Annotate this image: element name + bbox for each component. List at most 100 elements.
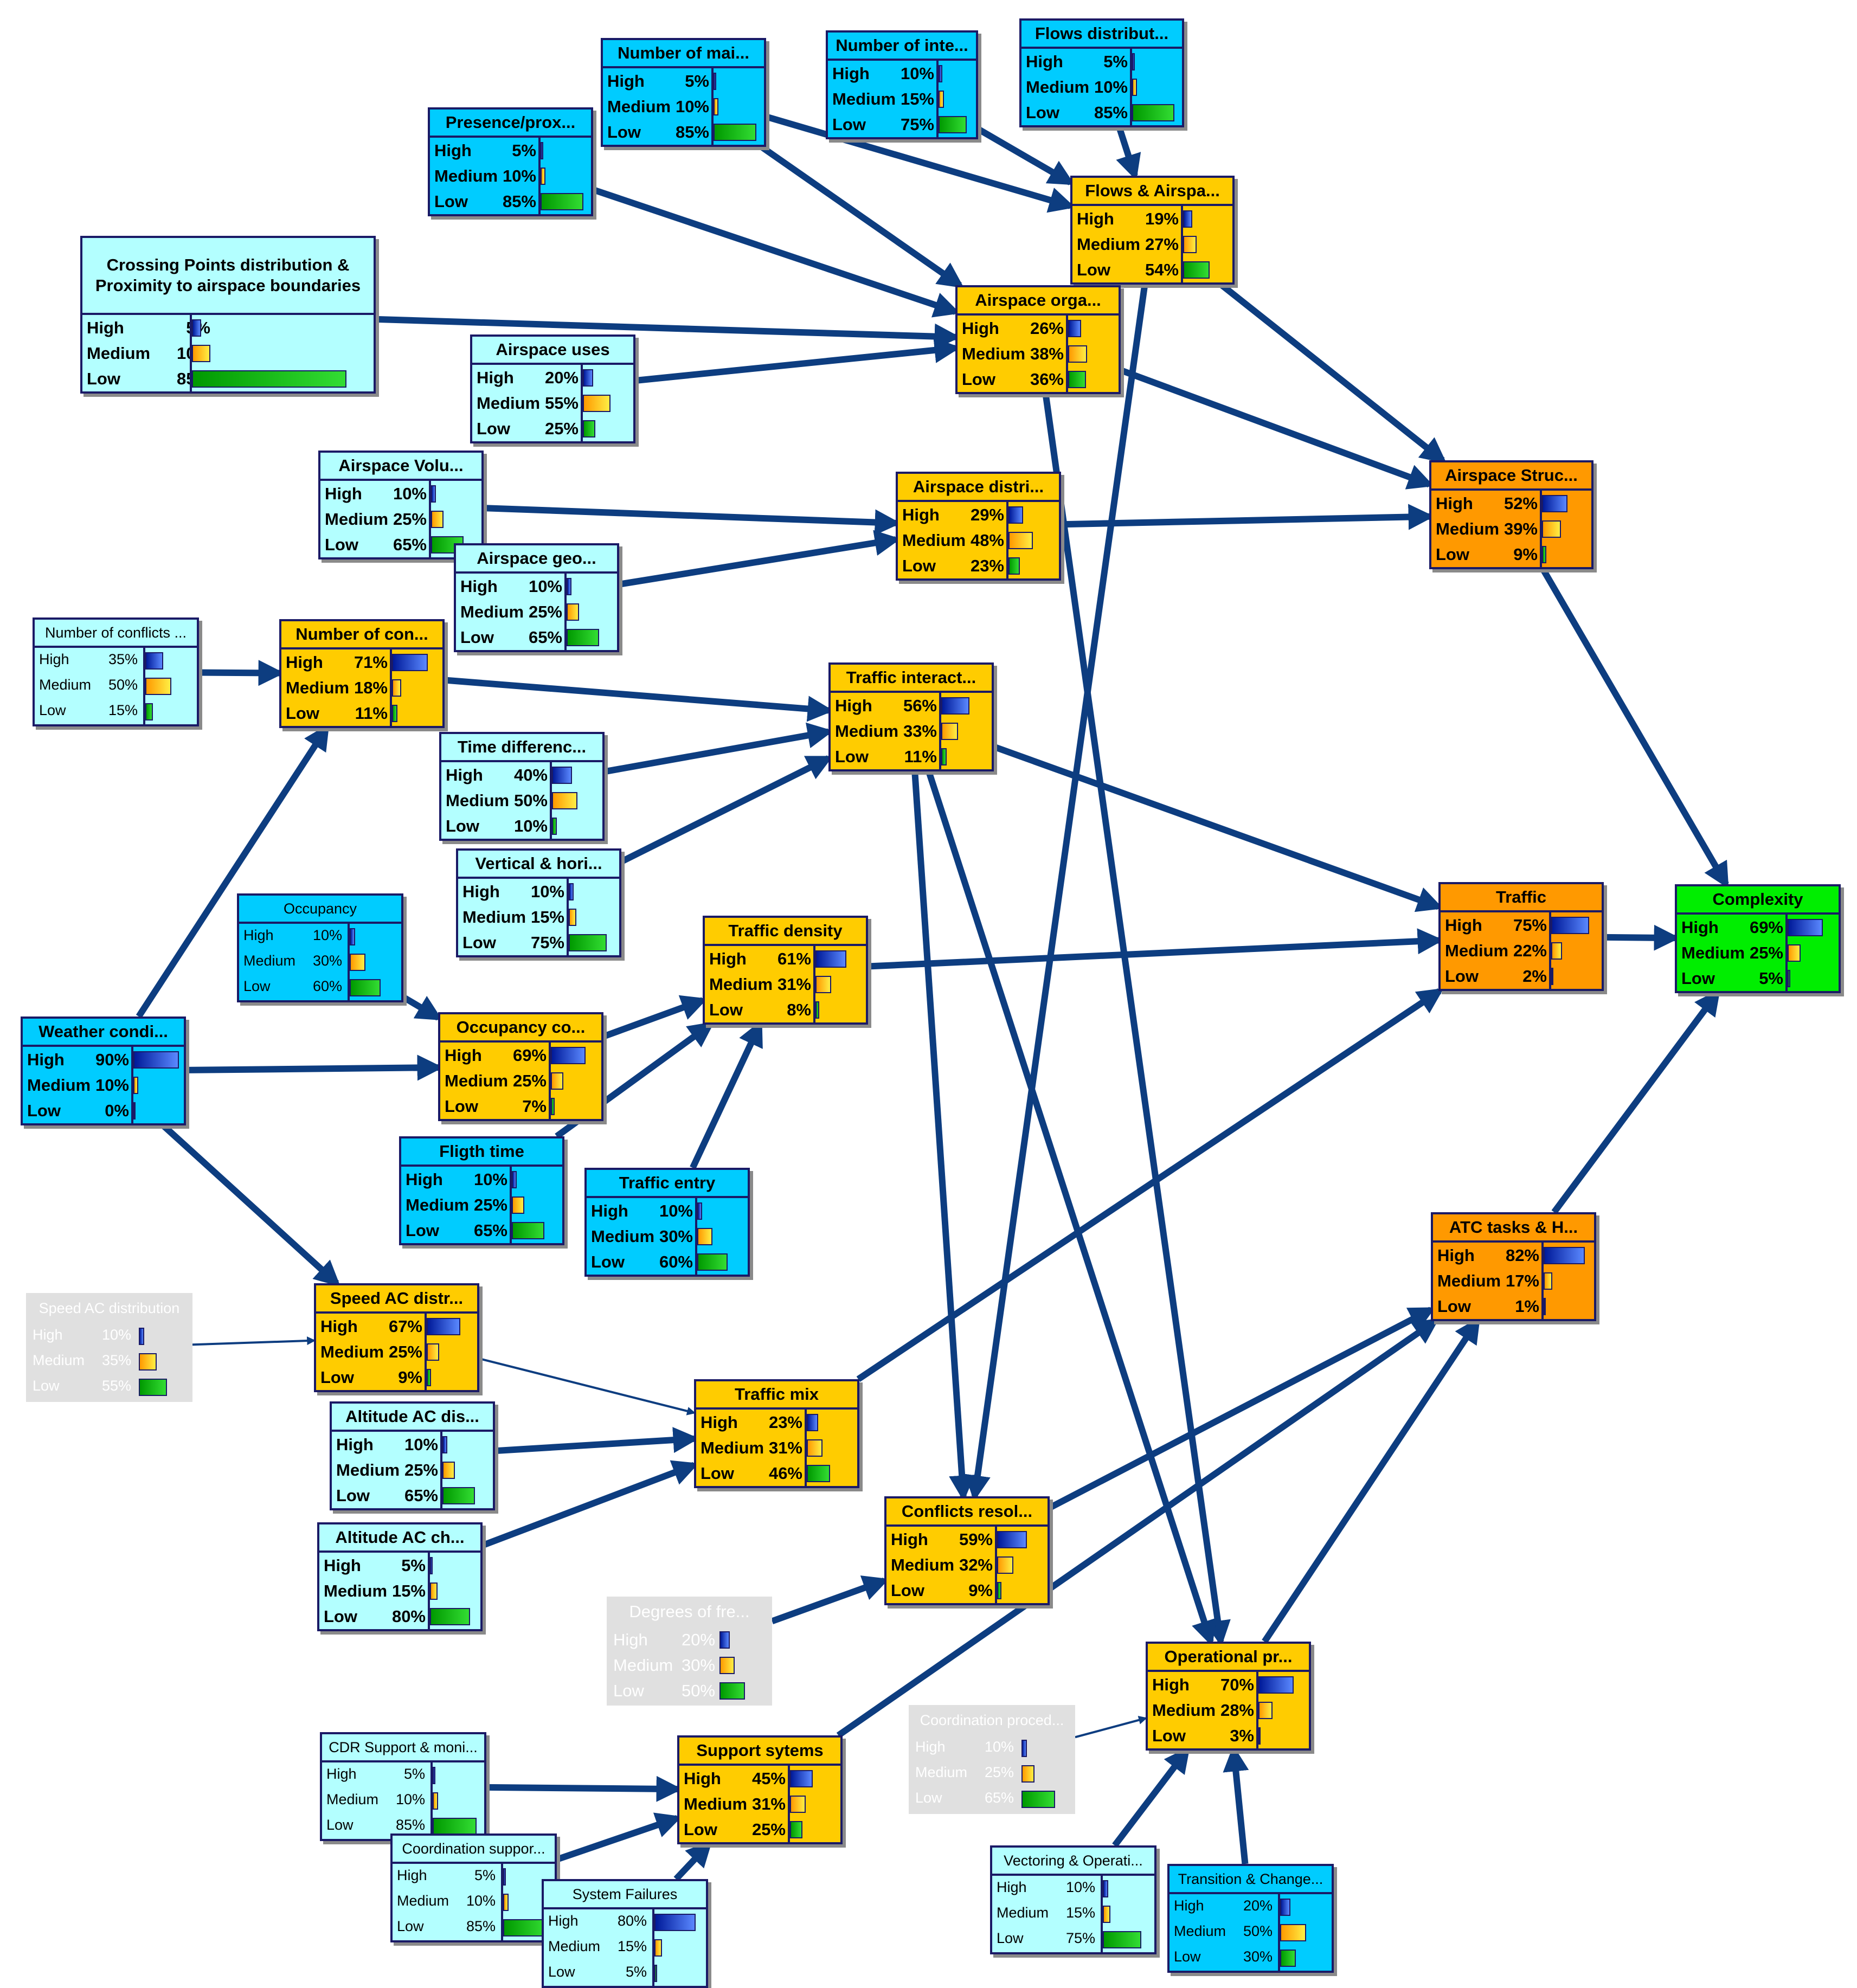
probability-bar-high — [145, 652, 164, 670]
node-title: Speed AC distr... — [316, 1285, 477, 1314]
bar-track — [1278, 1894, 1332, 1920]
bar-track — [390, 700, 442, 726]
bar-track — [711, 94, 764, 119]
state-percent: 25% — [544, 419, 579, 438]
bar-track — [788, 1791, 840, 1817]
bar-track — [428, 1553, 480, 1578]
node-title: Number of inte... — [828, 33, 976, 61]
probability-bar-low — [133, 1102, 136, 1120]
state-percent: 65% — [393, 535, 427, 554]
probability-bar-low — [1103, 1931, 1142, 1948]
state-label: Low — [835, 747, 869, 766]
probability-bar-medium — [790, 1796, 806, 1813]
state-label: High — [460, 577, 498, 596]
probability-bar-low — [430, 1608, 471, 1625]
probability-bar-low — [815, 1001, 820, 1019]
bar-track — [717, 1678, 770, 1703]
node-title: Airspace geo... — [456, 545, 617, 574]
state-label: Medium — [460, 602, 524, 621]
state-percent: 15% — [900, 89, 934, 108]
state-label: Low — [1077, 260, 1110, 279]
bar-track — [428, 1578, 480, 1604]
bar-track — [1130, 49, 1182, 74]
state-label: Low — [832, 115, 866, 134]
arrow-vectoring-to-operational — [1112, 1746, 1190, 1848]
node-crossing[interactable]: Crossing Points distribution & Proximity… — [80, 236, 376, 394]
state-percent: 36% — [1030, 370, 1064, 389]
bar-track — [550, 788, 602, 813]
state-percent: 5% — [1759, 969, 1783, 988]
arrow-occupancy-to-occupancy-co — [401, 994, 443, 1021]
state-label: High — [1174, 1897, 1204, 1914]
probability-bar-medium — [697, 1228, 712, 1245]
state-label: Low — [962, 370, 995, 389]
node-title: Weather condi... — [23, 1019, 184, 1047]
state-label: High — [997, 1879, 1027, 1895]
probability-bar-high — [503, 1868, 506, 1886]
bar-track — [564, 625, 617, 650]
state-label: High — [445, 1046, 482, 1065]
state-percent: 65% — [404, 1486, 438, 1505]
state-label: Medium — [701, 1438, 764, 1457]
state-label: Medium — [548, 1938, 601, 1954]
state-label: Low — [39, 702, 66, 718]
node-title: Support sytems — [679, 1738, 840, 1766]
state-percent: 46% — [768, 1464, 802, 1483]
state-label: Medium — [607, 97, 671, 116]
state-label: Low — [446, 816, 479, 835]
bar-track — [390, 675, 442, 700]
bar-track — [711, 119, 764, 145]
